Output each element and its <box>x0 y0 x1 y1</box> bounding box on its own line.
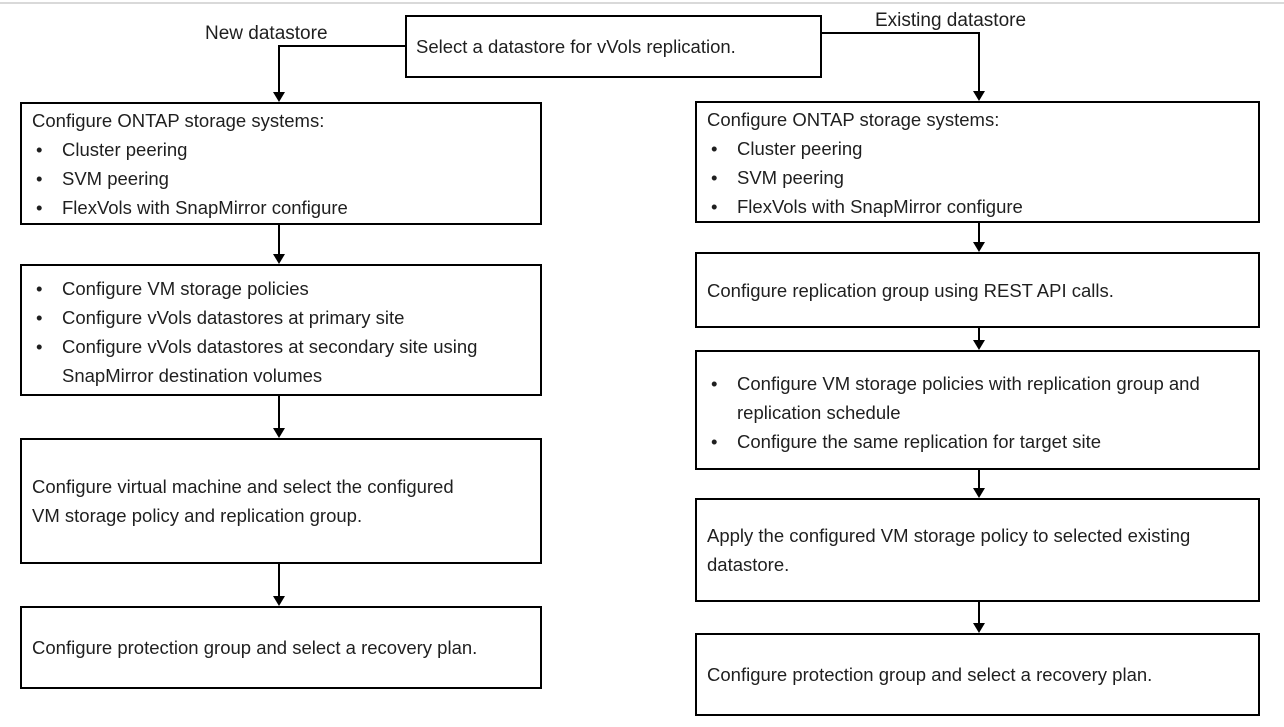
bullet-icon: • <box>36 197 43 218</box>
bullet-icon: • <box>36 307 43 328</box>
bullet-icon: • <box>36 336 43 357</box>
bullet-icon: • <box>36 278 43 299</box>
box-text: Configure protection group and select a … <box>707 664 1153 685</box>
flow-box-existing-replication-group: Configure replication group using REST A… <box>695 252 1260 328</box>
arrow-existing-1-arrowhead-icon <box>973 242 985 252</box>
flow-box-new-protection-group: Configure protection group and select a … <box>20 606 542 689</box>
list-item: • Cluster peering <box>707 134 1248 163</box>
bullet-icon: • <box>711 431 718 452</box>
bullet-text: Configure vVols datastores at secondary … <box>62 336 478 386</box>
bullet-text: Configure vVols datastores at primary si… <box>62 307 405 328</box>
branch-label-new-datastore: New datastore <box>205 23 328 44</box>
arrow-existing-2-line <box>978 328 980 340</box>
arrow-new-1-line <box>278 225 280 254</box>
flow-box-select-datastore: Select a datastore for vVols replication… <box>405 15 822 78</box>
connector-existing-arrowhead-icon <box>973 91 985 101</box>
list-item: • Cluster peering <box>32 135 530 164</box>
list-item: • Configure vVols datastores at secondar… <box>32 332 530 390</box>
bullet-text: Cluster peering <box>737 138 863 159</box>
arrow-new-3-arrowhead-icon <box>273 596 285 606</box>
flow-box-new-virtual-machine: Configure virtual machine and select the… <box>20 438 542 564</box>
connector-existing-vertical-line <box>978 32 980 91</box>
flow-box-select-datastore-text: Select a datastore for vVols replication… <box>416 36 736 57</box>
connector-existing-horizontal-line <box>822 32 979 34</box>
connector-new-arrowhead-icon <box>273 92 285 102</box>
flow-box-existing-ontap-systems: Configure ONTAP storage systems: • Clust… <box>695 101 1260 223</box>
box-title: Configure ONTAP storage systems: <box>707 109 1000 130</box>
box-text: Configure virtual machine and select the… <box>32 476 454 526</box>
flow-box-existing-apply-policy: Apply the configured VM storage policy t… <box>695 498 1260 602</box>
list-item: • SVM peering <box>32 164 530 193</box>
flow-box-existing-protection-group: Configure protection group and select a … <box>695 633 1260 716</box>
bullet-text: Configure VM storage policies with repli… <box>737 373 1200 423</box>
list-item: • FlexVols with SnapMirror configure <box>707 192 1248 221</box>
branch-label-existing-datastore: Existing datastore <box>875 10 1027 31</box>
bullet-icon: • <box>711 167 718 188</box>
bullet-text: FlexVols with SnapMirror configure <box>62 197 348 218</box>
arrow-new-3-line <box>278 564 280 596</box>
list-item: • SVM peering <box>707 163 1248 192</box>
arrow-existing-4-arrowhead-icon <box>973 623 985 633</box>
box-text: Configure protection group and select a … <box>32 637 478 658</box>
bullet-text: SVM peering <box>737 167 844 188</box>
arrow-existing-2-arrowhead-icon <box>973 340 985 350</box>
arrow-existing-1-line <box>978 223 980 242</box>
list-item: • Configure the same replication for tar… <box>707 427 1248 456</box>
box-text: Configure replication group using REST A… <box>707 279 1114 301</box>
list-item: • FlexVols with SnapMirror configure <box>32 193 530 222</box>
flow-box-new-vm-storage-policies: • Configure VM storage policies • Config… <box>20 264 542 396</box>
top-divider-line <box>0 2 1284 4</box>
bullet-text: Configure VM storage policies <box>62 278 309 299</box>
bullet-icon: • <box>711 196 718 217</box>
bullet-text: SVM peering <box>62 168 169 189</box>
arrow-new-2-line <box>278 396 280 428</box>
bullet-icon: • <box>711 138 718 159</box>
arrow-existing-3-line <box>978 470 980 488</box>
list-item: • Configure vVols datastores at primary … <box>32 303 530 332</box>
bullet-text: Cluster peering <box>62 139 188 160</box>
box-text: Apply the configured VM storage policy t… <box>707 525 1191 575</box>
flow-box-new-ontap-systems: Configure ONTAP storage systems: • Clust… <box>20 102 542 225</box>
bullet-text: Configure the same replication for targe… <box>737 431 1102 452</box>
box-title: Configure ONTAP storage systems: <box>32 110 325 131</box>
connector-new-vertical-line <box>278 45 280 92</box>
arrow-new-1-arrowhead-icon <box>273 254 285 264</box>
bullet-text: FlexVols with SnapMirror configure <box>737 196 1023 217</box>
bullet-icon: • <box>36 139 43 160</box>
list-item: • Configure VM storage policies <box>32 274 530 303</box>
list-item: • Configure VM storage policies with rep… <box>707 369 1248 427</box>
arrow-existing-4-line <box>978 602 980 623</box>
flow-box-existing-vm-storage-policies: • Configure VM storage policies with rep… <box>695 350 1260 470</box>
connector-new-horizontal-line <box>279 45 405 47</box>
arrow-existing-3-arrowhead-icon <box>973 488 985 498</box>
arrow-new-2-arrowhead-icon <box>273 428 285 438</box>
bullet-icon: • <box>711 373 718 394</box>
bullet-icon: • <box>36 168 43 189</box>
